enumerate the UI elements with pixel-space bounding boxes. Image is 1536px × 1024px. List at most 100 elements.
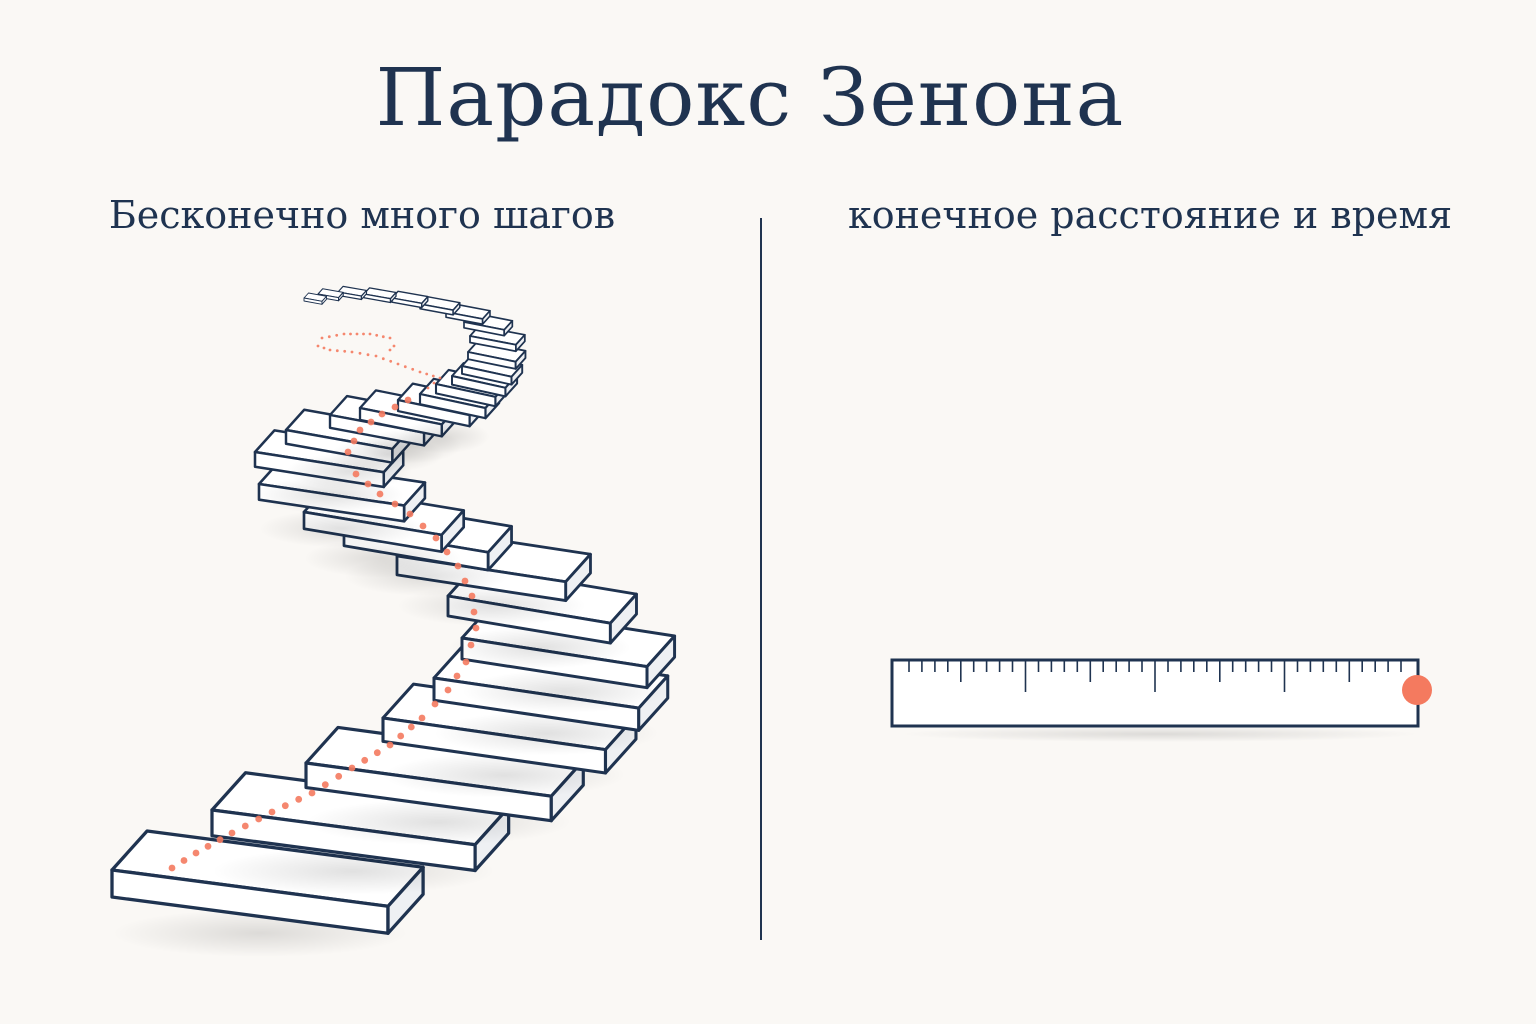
stair-shadow bbox=[398, 419, 490, 454]
path-dot bbox=[328, 348, 332, 352]
path-dot bbox=[426, 386, 430, 390]
path-dot bbox=[358, 351, 362, 355]
path-dot bbox=[367, 418, 375, 426]
stair-side bbox=[486, 524, 513, 572]
path-dot bbox=[462, 658, 470, 666]
path-dot bbox=[228, 829, 236, 837]
path-dot bbox=[461, 577, 469, 585]
path-dot bbox=[443, 548, 451, 556]
path-dot bbox=[295, 795, 303, 803]
stair-side bbox=[389, 291, 397, 304]
path-dot bbox=[344, 448, 352, 456]
path-dot bbox=[407, 723, 415, 731]
path-dot bbox=[472, 624, 480, 632]
path-dot bbox=[322, 346, 326, 350]
path-dot bbox=[453, 672, 461, 680]
stair-side bbox=[608, 592, 638, 645]
stair-side bbox=[645, 634, 677, 690]
path-dot bbox=[418, 714, 426, 722]
path-dot bbox=[216, 836, 224, 844]
path-dot bbox=[349, 332, 352, 336]
path-dot bbox=[168, 864, 176, 872]
path-dot bbox=[392, 344, 396, 348]
stair-side bbox=[421, 295, 429, 309]
path-dot bbox=[342, 332, 346, 336]
stair-side bbox=[503, 319, 514, 337]
path-dot bbox=[406, 510, 414, 518]
path-dot bbox=[403, 365, 407, 369]
stair-side bbox=[338, 291, 344, 302]
path-dot bbox=[373, 749, 381, 757]
stair-side bbox=[564, 552, 592, 602]
path-dot bbox=[204, 842, 212, 850]
path-dot bbox=[432, 534, 440, 542]
path-dot bbox=[320, 336, 324, 340]
endpoint-marker bbox=[1402, 675, 1432, 705]
stair-side bbox=[510, 363, 524, 386]
path-dot bbox=[255, 815, 263, 823]
path-dot bbox=[391, 403, 399, 411]
finite-distance-ruler bbox=[890, 658, 1432, 742]
path-dot bbox=[381, 357, 385, 361]
stair-side bbox=[514, 349, 527, 370]
path-dot bbox=[391, 500, 399, 508]
path-dot bbox=[362, 332, 365, 336]
path-dot bbox=[352, 470, 360, 478]
path-dot bbox=[321, 781, 329, 789]
path-dot bbox=[343, 349, 347, 353]
path-dot bbox=[350, 437, 358, 445]
path-dot bbox=[308, 789, 316, 797]
path-dot bbox=[411, 367, 415, 371]
path-dot bbox=[327, 335, 331, 339]
path-dot bbox=[419, 522, 427, 530]
path-dot bbox=[388, 348, 392, 352]
path-dot bbox=[364, 480, 372, 488]
path-dot bbox=[454, 562, 462, 570]
path-dot bbox=[388, 336, 392, 340]
ruler-shadow bbox=[900, 726, 1420, 742]
path-dot bbox=[281, 802, 289, 810]
left-caption: Бесконечно много шагов bbox=[108, 193, 616, 237]
path-dot bbox=[356, 426, 364, 434]
path-dot bbox=[180, 857, 188, 864]
path-dot bbox=[348, 764, 356, 772]
path-dot bbox=[470, 608, 478, 616]
infinite-staircase bbox=[110, 285, 677, 958]
stair-side bbox=[440, 509, 466, 554]
path-dot bbox=[335, 772, 343, 780]
path-dot bbox=[425, 372, 429, 376]
path-dot bbox=[438, 376, 442, 380]
path-dot bbox=[376, 490, 384, 498]
path-dot bbox=[335, 333, 339, 337]
path-dot bbox=[468, 592, 476, 600]
path-dot bbox=[381, 335, 385, 339]
path-dot bbox=[374, 354, 378, 358]
path-dot bbox=[368, 332, 372, 336]
right-caption: конечное расстояние и время bbox=[847, 193, 1453, 237]
path-dot bbox=[192, 849, 200, 857]
stair-step bbox=[419, 295, 461, 316]
stair-step bbox=[467, 340, 527, 370]
path-dot bbox=[397, 732, 405, 740]
path-dot bbox=[418, 370, 422, 374]
path-dot bbox=[467, 641, 475, 649]
path-dot bbox=[366, 353, 370, 357]
stair-side bbox=[360, 289, 368, 301]
path-dot bbox=[316, 344, 320, 348]
stair-step bbox=[303, 292, 327, 305]
path-dot bbox=[389, 359, 393, 363]
path-dot bbox=[355, 332, 359, 336]
page-title: Парадокс Зенона bbox=[375, 51, 1125, 144]
ruler-ticks bbox=[908, 660, 1402, 692]
path-dot bbox=[268, 808, 276, 816]
path-dot bbox=[444, 686, 452, 694]
stair-step bbox=[391, 290, 429, 309]
path-dot bbox=[404, 396, 412, 404]
path-dot bbox=[396, 362, 400, 366]
stair-side bbox=[481, 309, 491, 325]
stair-step bbox=[363, 287, 397, 304]
path-dot bbox=[431, 700, 439, 708]
path-dot bbox=[375, 333, 379, 337]
path-dot bbox=[432, 381, 436, 385]
